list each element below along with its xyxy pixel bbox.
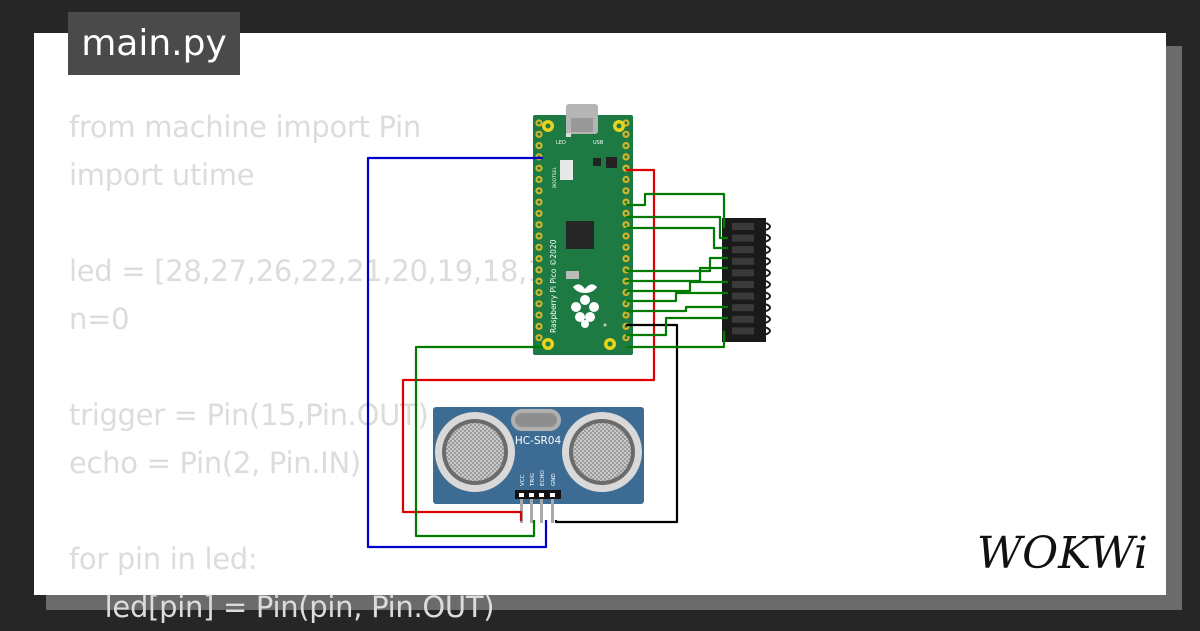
led-segment-leg (765, 326, 771, 336)
pico-pin-hole (624, 178, 628, 181)
pico-pin-hole (537, 291, 541, 294)
usb-label: USB (593, 140, 604, 146)
raspberry-icon (571, 284, 599, 328)
wire-led[interactable] (626, 305, 728, 313)
transducer-left (435, 412, 515, 492)
led-segment (732, 292, 754, 300)
wire-vcc[interactable] (401, 168, 656, 521)
bootsel-label: BOOTSEL (552, 166, 558, 188)
led-segment-leg (765, 280, 771, 289)
led-segment (732, 327, 754, 335)
pico-pin-hole (537, 279, 541, 283)
pico-pin-hole (537, 234, 541, 238)
pico-pin-hole (624, 245, 628, 249)
pin-label-trig: TRIG (530, 473, 536, 487)
wire-trig[interactable] (414, 345, 543, 538)
file-tab[interactable]: main.py (68, 12, 240, 75)
pico-pin-hole (624, 313, 628, 317)
code-line: echo = Pin(2, Pin.IN) (69, 446, 361, 480)
pico-board[interactable]: LED USB BOOTSEL Raspberry Pi Pico ©2020 (533, 104, 633, 355)
pico-pin-hole (624, 132, 628, 136)
pin-label-vcc: VCC (520, 474, 526, 486)
pico-pin-hole (537, 144, 541, 148)
code-line: from machine import Pin (69, 110, 421, 144)
led-segment-leg (765, 303, 771, 313)
pico-pin-hole (537, 302, 541, 306)
pico-pin-hole (537, 268, 541, 272)
code-line: trigger = Pin(15,Pin.OUT) (69, 398, 429, 432)
led-segment-leg (765, 245, 771, 255)
pico-pin-hole (624, 189, 628, 193)
led-segment (732, 315, 754, 323)
pico-pin-hole (624, 211, 628, 215)
pico-pin-hole (537, 132, 541, 136)
code-background: from machine import Pin import utime led… (69, 103, 620, 631)
pico-pin-hole (537, 189, 541, 193)
pico-pin-hole (537, 200, 541, 204)
wire-led[interactable] (626, 316, 728, 337)
pin-label-echo: ECHO (540, 470, 546, 486)
pico-pin-hole (624, 336, 628, 340)
pico-pin-hole (624, 155, 628, 159)
pico-pin-hole (624, 257, 628, 261)
led-segment (732, 223, 754, 230)
led-segment (732, 234, 754, 242)
led-segment-leg (765, 222, 771, 231)
wire-echo[interactable] (366, 156, 548, 549)
wire-led[interactable] (626, 331, 726, 349)
pico-pin-hole (537, 245, 541, 249)
board-label: Raspberry Pi Pico ©2020 (549, 239, 558, 333)
pin-label-gnd: GND (551, 473, 557, 486)
led-segment-leg (765, 268, 771, 278)
led-segment (732, 281, 754, 288)
pico-pin-hole (624, 121, 628, 125)
rp2040-chip (566, 221, 594, 249)
wire-led[interactable] (626, 226, 728, 250)
pico-pin-hole (624, 200, 628, 204)
pico-pin-hole (537, 313, 541, 317)
bootsel-button[interactable] (560, 160, 573, 180)
pico-pin-hole (624, 302, 628, 306)
wokwi-logo: WOKWi (977, 528, 1148, 579)
code-line: import utime (69, 158, 255, 192)
led-label: LED (556, 140, 566, 146)
pico-pin-hole (537, 324, 541, 328)
wire-led[interactable] (626, 192, 726, 228)
led-segment-leg (765, 291, 771, 301)
wire-led[interactable] (626, 266, 728, 283)
code-line: led[pin] = Pin(pin, Pin.OUT) (69, 590, 495, 624)
wires (366, 156, 728, 549)
led-segment (732, 246, 754, 254)
led-segment-leg (765, 314, 771, 324)
pico-pin-hole (624, 144, 628, 148)
pico-pin-hole (537, 257, 541, 261)
code-line: n=0 (69, 302, 130, 336)
led-bar-graph[interactable] (722, 218, 771, 342)
led-segment (732, 269, 754, 277)
led-segment-leg (765, 256, 771, 266)
pico-pin-hole (624, 234, 628, 238)
wire-led[interactable] (626, 291, 728, 303)
transducer-right (562, 412, 642, 492)
wire-gnd[interactable] (554, 323, 679, 524)
led-segment-leg (765, 233, 771, 243)
wire-led[interactable] (626, 280, 728, 293)
sensor-model-label: HC-SR04 (515, 435, 562, 447)
pico-pin-hole (537, 336, 541, 340)
pico-pin-hole (624, 223, 628, 227)
wire-led[interactable] (626, 256, 728, 273)
code-line: for pin in led: (69, 542, 258, 576)
pico-pin-hole (537, 178, 541, 181)
pico-pin-hole (537, 166, 541, 170)
led-segment (732, 304, 754, 312)
led-segment (732, 257, 754, 265)
pico-pin-hole (537, 223, 541, 227)
hc-sr04-sensor[interactable]: HC-SR04 VCC TRIG ECHO GND (433, 407, 644, 523)
pico-pin-hole (537, 121, 541, 125)
pico-pin-hole (537, 211, 541, 215)
wire-led[interactable] (626, 215, 728, 240)
